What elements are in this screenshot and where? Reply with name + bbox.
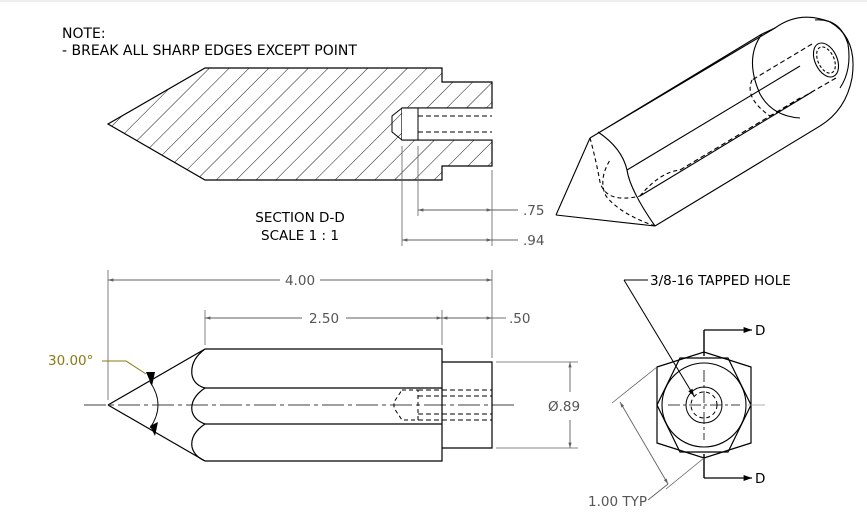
section-title: SECTION D-D [255,210,344,226]
dimension-094: .94 [401,146,544,249]
tapped-hole-label: 3/8-16 TAPPED HOLE [650,273,791,289]
dim-250-label: 2.50 [309,311,339,327]
note-title: NOTE: [62,26,106,42]
dim-400-label: 4.00 [285,273,315,289]
section-scale: SCALE 1 : 1 [261,228,339,244]
dimension-250: 2.50 [204,310,443,345]
dim-075-label: .75 [523,203,544,219]
dimension-hex-flats: 1.00 TYP [588,366,705,510]
front-view: 4.00 2.50 .50 Ø.89 [48,270,580,462]
section-tapped-hole [391,107,492,141]
dim-angle-label: 30.00° [48,353,93,369]
section-view: .75 .94 SECTION D-D SCALE 1 : 1 [106,67,544,249]
dimension-diameter-089: Ø.89 [496,361,580,449]
cut-label-top: D [755,323,765,339]
end-view: D D 3/8-16 TAPPED HOLE 1.00 TYP [588,273,791,510]
general-note: NOTE: - BREAK ALL SHARP EDGES EXCEPT POI… [62,26,357,59]
dim-hex-typ-label: 1.00 TYP [588,494,647,510]
dimension-050: .50 [442,311,530,327]
dim-094-label: .94 [523,233,544,249]
dim-diameter-label: Ø.89 [548,399,580,415]
dimension-400: 4.00 [107,270,493,400]
cut-label-bottom: D [755,471,765,487]
dimension-angle-30: 30.00° [48,353,159,436]
note-line: - BREAK ALL SHARP EDGES EXCEPT POINT [62,43,357,59]
dimension-075: .75 [417,146,544,246]
isometric-view [555,16,854,227]
tapped-hole-callout: 3/8-16 TAPPED HOLE [623,273,791,397]
dim-050-label: .50 [509,311,530,327]
